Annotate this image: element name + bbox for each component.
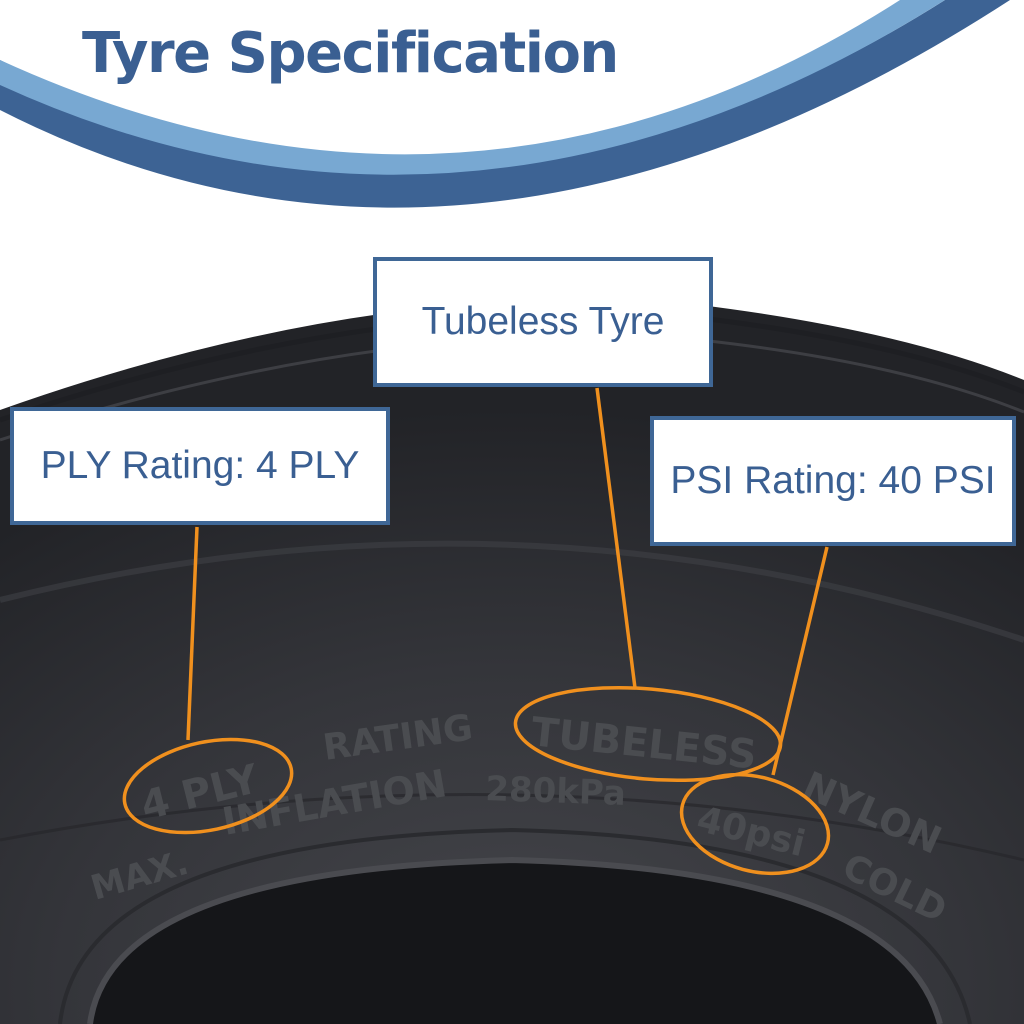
highlight-ply: [122, 737, 294, 835]
callout-leaders: [122, 387, 831, 876]
callout-ply-label: PLY Rating: 4 PLY: [40, 444, 360, 487]
leader-line-psi: [771, 546, 829, 776]
leader-line-tubeless: [595, 387, 637, 689]
callout-psi-rating: PSI Rating: 40 PSI: [650, 416, 1016, 546]
callout-ply-rating: PLY Rating: 4 PLY: [10, 407, 390, 525]
callout-tubeless-label: Tubeless Tyre: [421, 300, 665, 343]
callout-psi-label: PSI Rating: 40 PSI: [670, 459, 996, 502]
page-title: Tyre Specification: [82, 21, 619, 86]
leader-line-ply: [186, 526, 199, 741]
sidewall-kpa: 280kPa: [485, 769, 627, 814]
highlight-psi: [679, 772, 831, 876]
callout-tubeless: Tubeless Tyre: [373, 257, 713, 387]
header-band-light: [0, 0, 945, 175]
